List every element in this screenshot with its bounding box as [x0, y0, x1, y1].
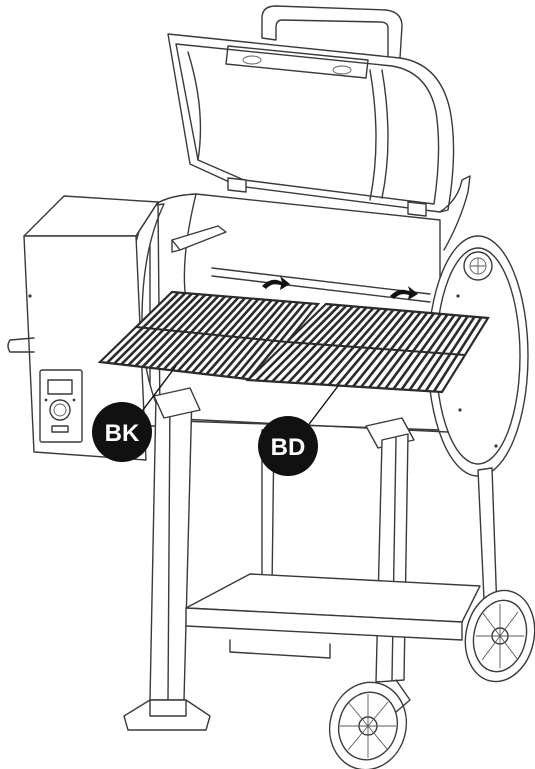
insert-direction-arrows	[262, 276, 418, 300]
controller-knob	[49, 399, 71, 421]
callout-bd-label: BD	[271, 434, 306, 461]
callout-bd-badge	[258, 416, 318, 476]
grate-cross-bar	[286, 341, 466, 356]
callout-bk-label: BK	[105, 420, 140, 447]
cart-wheels	[328, 589, 535, 769]
grate-bd-bars	[255, 303, 483, 393]
callouts: BK BD	[92, 365, 339, 476]
arrow-right	[390, 286, 418, 300]
leg-foot	[123, 699, 211, 731]
grate-bk-bars	[106, 291, 313, 381]
arrow-left	[262, 276, 290, 290]
callout-bk-badge	[92, 402, 152, 462]
controller-display	[47, 379, 73, 395]
callout-bd: BD	[258, 416, 318, 476]
grill-lid	[167, 5, 471, 251]
cooking-grates	[97, 290, 490, 394]
grill-cart	[123, 387, 499, 731]
callout-bk: BK	[92, 402, 152, 462]
grate-cross-bar	[135, 326, 288, 343]
